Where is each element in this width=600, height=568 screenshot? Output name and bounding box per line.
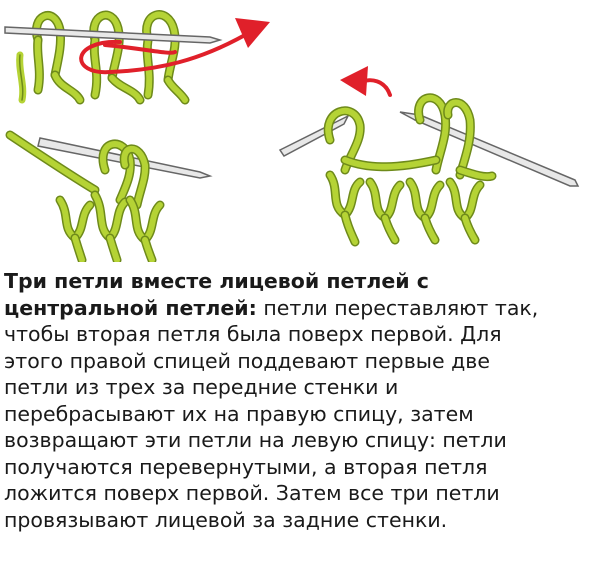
diagram-bottom-left <box>5 130 213 262</box>
heading-part-1: Три петли вместе лицевой петлей с <box>4 269 429 293</box>
knitting-illustration <box>4 10 580 262</box>
diagram-top-left <box>4 10 270 105</box>
text-line-1: Три петли вместе лицевой петлей с <box>4 268 596 295</box>
text-line-4: этого правой спицей поддевают первые две <box>4 348 490 373</box>
instructions-text: Три петли вместе лицевой петлей с центра… <box>4 268 596 533</box>
heading-part-2: центральной петлей: <box>4 295 257 320</box>
text-line-5: петли из трех за передние стенки и <box>4 375 399 399</box>
diagram-right <box>278 66 580 247</box>
text-line-2: центральной петлей: петли переставляют т… <box>4 295 596 322</box>
text-line-6: перебрасывают их на правую спицу, затем <box>4 401 474 426</box>
text-line-8: получаются перевернутыми, а вторая петля <box>4 454 488 479</box>
text-line-9: ложится поверх первой. Затем все три пет… <box>4 481 500 505</box>
text-line-7: возвращают эти петли на левую спицу: пет… <box>4 428 507 452</box>
text-line-3: чтобы вторая петля была поверх первой. Д… <box>4 322 502 346</box>
text-line-2-rest: петли переставляют так, <box>256 295 539 320</box>
text-line-10: провязывают лицевой за задние стенки. <box>4 507 448 532</box>
